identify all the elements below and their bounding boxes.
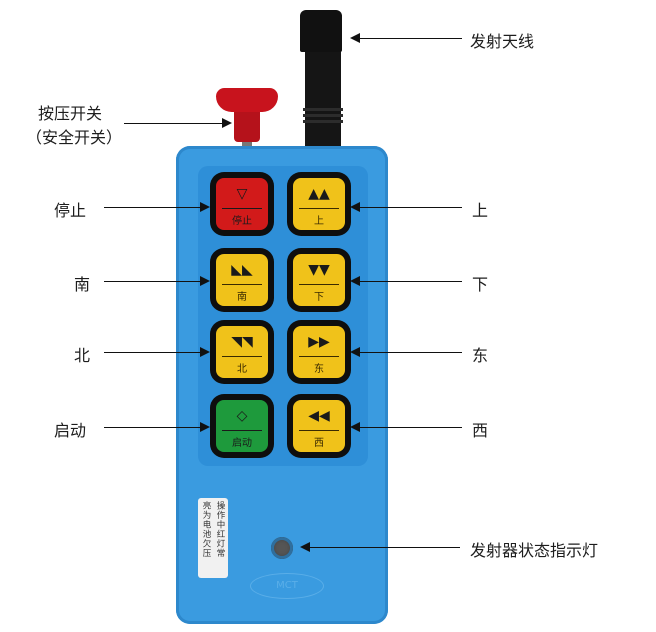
south-arrow-line [104,276,210,286]
up-arrow-line [350,202,462,212]
brand-logo: MCT [250,573,324,599]
emergency-knob[interactable] [234,108,260,142]
indicator-arrow-line [300,542,460,552]
emergency-switch-sublabel: （安全开关） [26,128,123,147]
battery-warning-sticker: 操作中红灯常 亮为电池欠压 [198,498,228,578]
start-label: 启动 [54,421,87,440]
north-arrow-icon: ◥◥ [231,334,253,350]
north-label: 北 [74,346,91,365]
stop-label: 停止 [54,201,87,220]
stop-button[interactable]: ▽停止 [210,172,274,236]
south-arrow-icon: ◣◣ [231,262,253,278]
west-arrow-line [350,422,462,432]
up-arrow-icon: ▲▲ [308,186,330,202]
east-button[interactable]: ▶▶东 [287,320,351,384]
antenna [305,50,341,150]
antenna-cap [300,10,342,52]
down-button[interactable]: ▼▼下 [287,248,351,312]
south-button[interactable]: ◣◣南 [210,248,274,312]
west-label: 西 [472,421,489,440]
start-button[interactable]: ◇启动 [210,394,274,458]
start-icon: ◇ [236,408,248,424]
east-arrow-line [350,347,462,357]
antenna-label: 发射天线 [470,32,535,51]
west-button[interactable]: ◀◀西 [287,394,351,458]
north-arrow-line [104,347,210,357]
emergency-knob-stem [242,140,252,148]
indicator-label: 发射器状态指示灯 [470,541,599,560]
start-arrow-line [104,422,210,432]
emergency-switch-label: 按压开关 [38,104,103,123]
north-button[interactable]: ◥◥北 [210,320,274,384]
stop-arrow-line [104,202,210,212]
antenna-ring [303,120,343,123]
east-label: 东 [472,346,489,365]
down-arrow-icon: ▼▼ [308,262,330,278]
status-indicator-light [271,537,293,559]
antenna-ring [303,108,343,111]
up-label: 上 [472,201,489,220]
down-arrow-line [350,276,462,286]
west-arrow-icon: ◀◀ [308,408,330,424]
stop-icon: ▽ [236,186,248,202]
east-arrow-icon: ▶▶ [308,334,330,350]
up-button[interactable]: ▲▲上 [287,172,351,236]
down-label: 下 [472,275,489,294]
antenna-ring [303,114,343,117]
emergency-knob-cap[interactable] [216,88,278,112]
emergency-switch-arrow [124,118,232,128]
south-label: 南 [74,275,91,294]
antenna-arrow [350,33,462,43]
